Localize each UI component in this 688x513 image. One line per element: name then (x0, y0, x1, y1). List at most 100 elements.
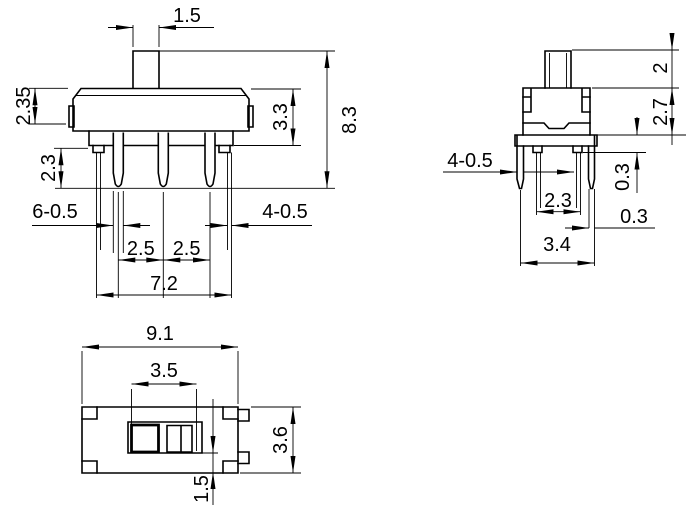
front-knob (132, 50, 160, 89)
side-right-leg (587, 135, 596, 190)
dim-lines-overall-length (81, 346, 239, 404)
dim-label-callout-left: 6-0.5 (32, 201, 78, 223)
front-left-tab (68, 105, 75, 128)
arrow-icon (96, 292, 114, 298)
arrow-icon (163, 257, 181, 263)
front-pin-2 (157, 132, 170, 188)
dim-label-side-body-height: 2.7 (650, 98, 672, 126)
side-body-notches (522, 87, 591, 113)
bottom-part-outline (81, 406, 250, 474)
arrow-icon (118, 257, 136, 263)
ext-lines-pin-centers (117, 192, 211, 298)
dim-label-body-height: 3.3 (270, 103, 292, 131)
arrow-icon (634, 152, 640, 170)
dim-label-pin-length: 2.3 (38, 154, 60, 182)
arrow-icon (324, 51, 330, 68)
arrow-icon (58, 148, 64, 166)
side-knob-inner-lines (549, 53, 567, 88)
arrow-icon (324, 171, 330, 189)
arrow-icon (536, 209, 554, 215)
dim-label-standoff: 0.3 (612, 163, 634, 191)
ext-lines-pin1-edges (112, 191, 124, 253)
dim-label-side-callout: 4-0.5 (447, 150, 493, 172)
side-left-leg (516, 135, 525, 190)
front-right-foot (218, 144, 231, 154)
arrow-icon (634, 118, 640, 135)
side-body-zigzag (522, 122, 591, 130)
arrow-icon (131, 381, 149, 387)
arrow-icon (577, 260, 595, 266)
arrow-icon (96, 223, 114, 228)
front-left-foot (92, 144, 105, 154)
bottom-corner-notches (81, 406, 239, 474)
arrow-icon (32, 88, 38, 106)
arrow-icon (116, 25, 133, 30)
arrow-icon (210, 472, 216, 489)
front-pin-1 (112, 132, 125, 188)
dim-lines-slot-length (131, 383, 197, 451)
dim-label-pitch-right: 2.5 (173, 238, 201, 260)
bottom-body (81, 406, 239, 474)
arrow-icon (290, 89, 296, 106)
arrow-icon (82, 344, 99, 350)
dim-label-cover-height: 2.35 (13, 87, 35, 126)
arrow-icon (32, 107, 38, 124)
arrow-icon (159, 25, 176, 30)
dim-label-overall-width: 3.6 (270, 426, 292, 454)
dim-label-pin-spacing: 2.3 (544, 190, 572, 212)
bottom-dimension-labels: 9.1 3.5 3.6 1.5 (146, 323, 292, 503)
dim-label-leg-width: 0.3 (620, 206, 648, 228)
arrow-icon (500, 169, 517, 175)
front-dimension-labels: 1.5 2.35 2.3 3.3 8.3 6-0.5 4-0.5 2.5 2.5… (13, 5, 361, 295)
front-dimension-lines (29, 25, 335, 298)
side-knob (544, 50, 572, 89)
dim-lines-knob-width (108, 25, 214, 47)
arrow-icon (123, 223, 141, 228)
dim-label-knob-width: 1.5 (173, 5, 201, 27)
front-view: 1.5 2.35 2.3 3.3 8.3 6-0.5 4-0.5 2.5 2.5… (13, 5, 361, 298)
dim-label-overall-length: 9.1 (146, 323, 174, 345)
arrow-icon (290, 456, 296, 473)
arrow-icon (572, 225, 589, 231)
dim-label-bottom-knob-width: 1.5 (191, 475, 213, 503)
bottom-view: 9.1 3.5 3.6 1.5 (81, 323, 301, 505)
side-dimension-lines (443, 33, 686, 266)
arrow-icon (290, 407, 296, 424)
dim-label-base-width: 3.4 (543, 234, 571, 256)
arrow-icon (210, 436, 216, 453)
arrow-icon (563, 209, 581, 215)
dim-label-pitch-left: 2.5 (127, 238, 155, 260)
dim-lines-leg-width (565, 189, 655, 266)
arrow-icon (669, 33, 675, 50)
dim-label-knob-height: 2 (650, 62, 672, 73)
arrow-icon (669, 88, 675, 105)
side-dimension-labels: 2 2.7 4-0.5 2.3 0.3 0.3 3.4 (447, 62, 672, 256)
side-part-outline (514, 50, 598, 190)
bottom-slot-ridges (166, 424, 193, 453)
front-right-tab (247, 105, 254, 128)
arrow-icon (214, 292, 232, 298)
arrow-icon (179, 381, 197, 387)
front-body (72, 87, 250, 132)
bottom-slot (127, 421, 203, 454)
arrow-icon (193, 257, 210, 263)
dim-lines-knob-body-height (572, 33, 686, 145)
bottom-dimension-lines (81, 344, 301, 505)
side-feet (532, 145, 583, 154)
arrow-icon (520, 260, 538, 266)
arrow-icon (290, 128, 296, 146)
dim-label-callout-right: 4-0.5 (262, 201, 308, 223)
arrow-icon (557, 169, 574, 175)
dim-label-total-height: 8.3 (339, 106, 361, 134)
arrow-icon (231, 223, 249, 228)
dim-label-pin-span: 7.2 (150, 273, 178, 295)
front-pin-3 (204, 132, 216, 188)
front-part-outline (68, 50, 254, 188)
arrow-icon (210, 223, 228, 228)
arrow-icon (669, 118, 675, 135)
dim-label-slot-length: 3.5 (150, 360, 178, 382)
arrow-icon (221, 344, 238, 350)
side-view: 2 2.7 4-0.5 2.3 0.3 0.3 3.4 (443, 33, 686, 266)
